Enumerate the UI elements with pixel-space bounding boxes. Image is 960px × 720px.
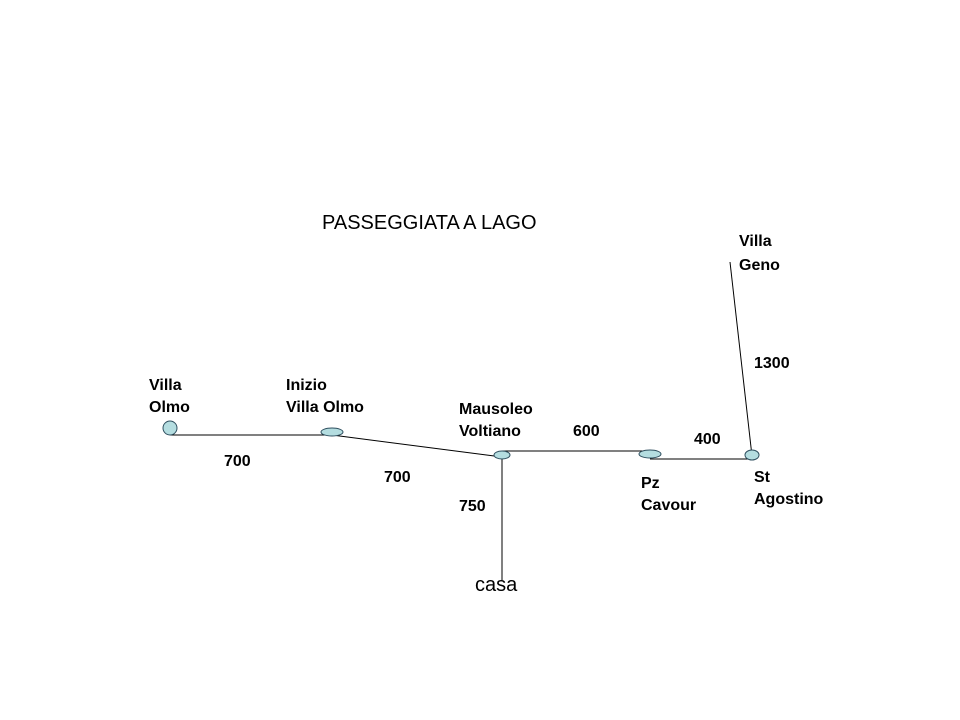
label-st-agostino-1: St — [754, 469, 771, 486]
label-villa-olmo-1: Villa — [149, 377, 182, 394]
distance-villa-olmo-inizio: 700 — [224, 453, 251, 470]
label-st-agostino-2: Agostino — [754, 491, 824, 508]
label-villa-geno-2: Geno — [739, 257, 780, 274]
distance-mausoleo-casa: 750 — [459, 498, 486, 515]
edge-inizio-mausoleo — [331, 434, 503, 458]
node-mausoleo-voltiano — [493, 450, 511, 460]
label-casa: casa — [475, 574, 518, 596]
label-inizio-2: Villa Olmo — [286, 399, 364, 416]
node-inizio-villa-olmo — [320, 427, 344, 437]
distance-inizio-mausoleo: 700 — [384, 469, 411, 486]
label-mausoleo-2: Voltiano — [459, 423, 521, 440]
label-mausoleo-1: Mausoleo — [459, 401, 533, 418]
label-villa-olmo-2: Olmo — [149, 399, 190, 416]
distance-mausoleo-pz-cavour: 600 — [573, 423, 600, 440]
diagram-title: PASSEGGIATA A LAGO — [322, 212, 537, 234]
label-villa-geno-1: Villa — [739, 233, 772, 250]
edge-st-agostino-villa-geno — [729, 261, 753, 457]
distance-st-agostino-villa-geno: 1300 — [754, 355, 790, 372]
node-st-agostino — [744, 449, 760, 461]
label-pz-cavour-1: Pz — [641, 475, 660, 492]
label-pz-cavour-2: Cavour — [641, 497, 696, 514]
node-pz-cavour — [638, 449, 662, 459]
node-villa-olmo — [162, 420, 178, 436]
label-inizio-1: Inizio — [286, 377, 327, 394]
distance-pz-cavour-st-agostino: 400 — [694, 431, 721, 448]
